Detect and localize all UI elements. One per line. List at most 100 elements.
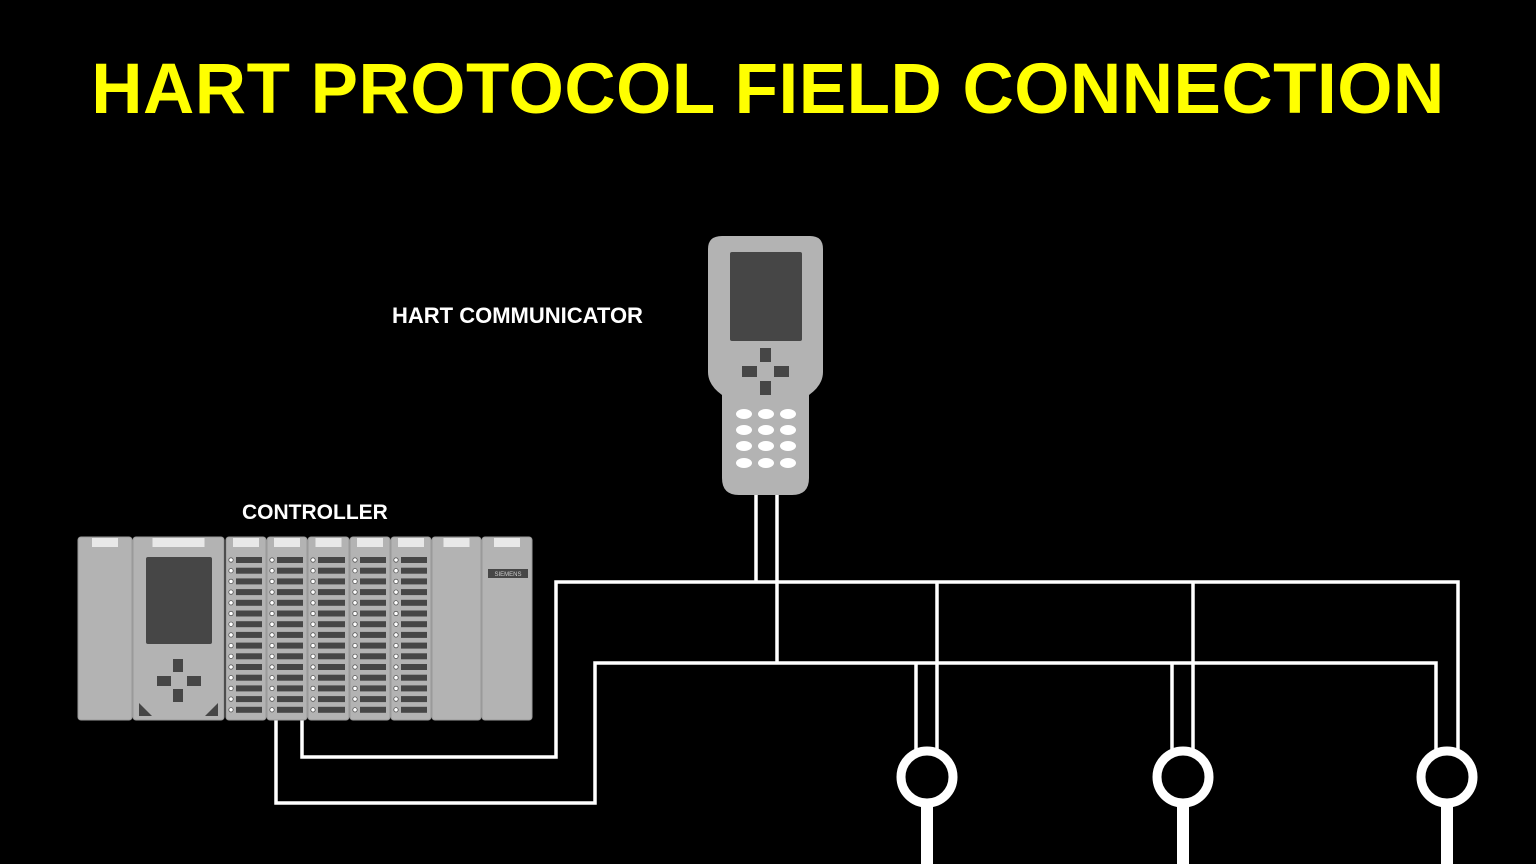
io-terminal [352,578,358,585]
io-terminal [393,557,399,563]
io-terminal [352,707,358,713]
io-channel [236,642,262,649]
keypad-key [758,441,774,451]
keypad-key [736,441,752,451]
io-channel [360,599,386,606]
io-terminal [352,621,358,627]
keypad-key [780,458,796,468]
io-terminal [269,664,275,670]
io-terminal [310,578,316,585]
io-terminal [269,653,275,659]
io-terminal [393,642,399,649]
io-terminal [228,664,234,670]
io-terminal [393,589,399,595]
io-channel [318,631,345,638]
io-channel [401,653,427,660]
io-terminal [269,632,275,638]
io-terminal [352,664,358,670]
io-terminal [310,621,316,627]
io-channel [277,631,303,638]
diagram-title: HART PROTOCOL FIELD CONNECTION [91,50,1445,129]
controller-module-ps [77,536,133,721]
io-channel [401,578,427,585]
io-terminal [269,675,275,681]
field-transmitter-2 [1152,746,1214,864]
io-terminal [310,589,316,595]
io-channel [401,557,427,563]
wiring [274,495,1460,805]
io-terminal [393,578,399,585]
io-terminal [228,578,234,585]
io-terminal [228,653,234,659]
io-channel [360,578,386,585]
io-terminal [393,675,399,681]
io-terminal [310,632,316,638]
io-channel [401,621,427,628]
io-channel [401,706,427,713]
keypad-key [736,458,752,468]
io-channel [277,567,303,574]
io-channel [401,664,427,670]
io-terminal [310,568,316,574]
io-terminal [352,632,358,638]
io-channel [236,685,262,692]
io-terminal [228,568,234,574]
io-terminal [393,632,399,638]
io-channel [360,557,386,563]
keypad-key [758,409,774,419]
io-channel [318,621,345,628]
hart-communicator-device [708,236,823,495]
io-channel [318,685,345,692]
keypad-key [758,425,774,435]
controller-module-cpu [132,536,225,721]
io-terminal [393,610,399,617]
io-terminal [352,675,358,681]
io-channel [318,674,345,681]
io-channel [236,610,262,617]
controller-module-io [266,536,308,721]
keypad-key [758,458,774,468]
wire-loop-positive [300,580,1460,759]
io-channel [236,599,262,606]
io-channel [318,642,345,649]
io-terminal [393,568,399,574]
io-channel [236,653,262,660]
io-terminal [228,642,234,649]
io-channel [360,706,386,713]
io-terminal [352,696,358,702]
io-terminal [310,675,316,681]
io-terminal [310,707,316,713]
io-channel [360,567,386,574]
io-terminal [269,610,275,617]
field-transmitter-3 [1416,746,1478,864]
io-channel [401,696,427,703]
io-terminal [393,707,399,713]
io-terminal [228,600,234,606]
io-terminal [269,568,275,574]
io-channel [401,674,427,681]
controller-label: CONTROLLER [242,501,388,524]
io-terminal [393,664,399,670]
io-terminal [228,632,234,638]
keypad-key [736,409,752,419]
io-terminal [228,610,234,617]
io-channel [401,642,427,649]
io-channel [401,589,427,596]
io-terminal [228,707,234,713]
io-terminal [352,600,358,606]
io-channel [236,631,262,638]
io-channel [318,610,345,617]
io-terminal [310,600,316,606]
io-channel [318,599,345,606]
io-terminal [352,610,358,617]
io-channel [318,567,345,574]
io-terminal [352,653,358,659]
io-terminal [310,664,316,670]
io-terminal [310,610,316,617]
io-channel [277,706,303,713]
io-channel [277,696,303,703]
controller-rack: SIEMENS [77,536,533,721]
io-channel [401,567,427,574]
field-transmitter-1 [896,746,958,864]
